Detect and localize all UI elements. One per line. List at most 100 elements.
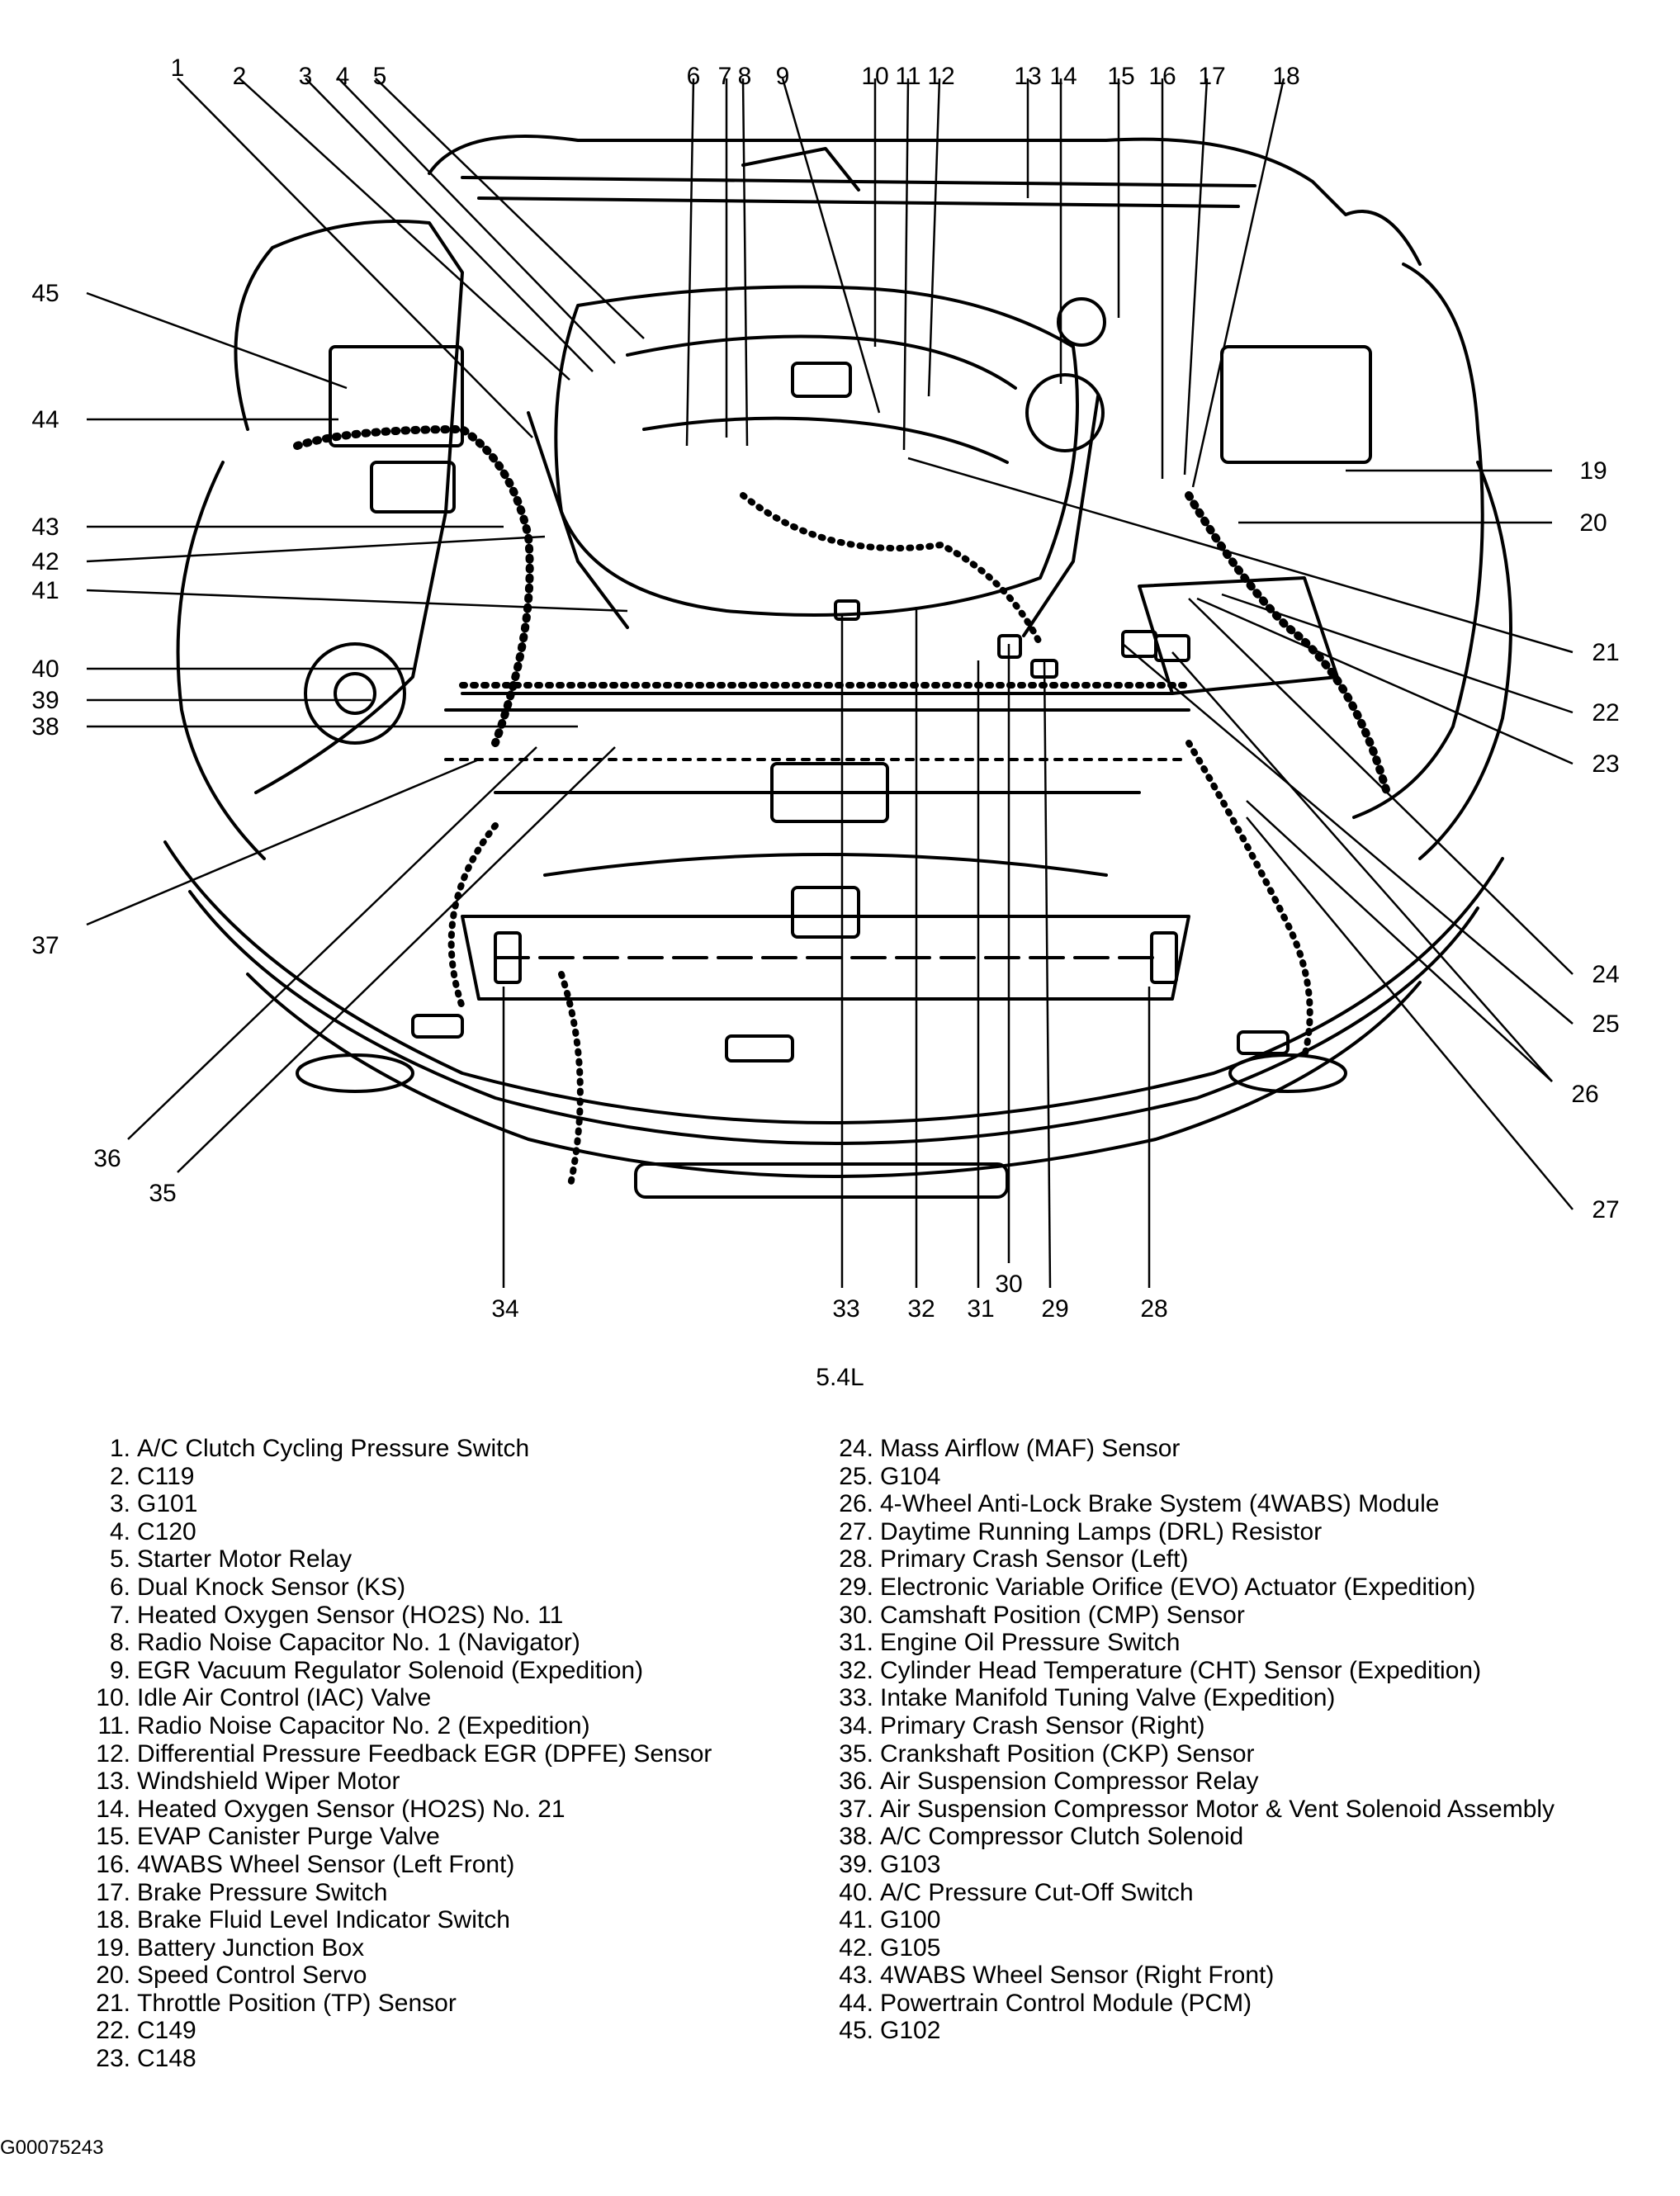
- legend-item-label: C149: [137, 2017, 196, 2045]
- callout-37: 37: [31, 932, 59, 959]
- callout-26: 26: [1571, 1081, 1598, 1108]
- legend-item-label: Crankshaft Position (CKP) Sensor: [880, 1739, 1255, 1768]
- legend-item: 1.A/C Clutch Cycling Pressure Switch: [83, 1435, 712, 1463]
- legend-item-number: 5.: [109, 1545, 130, 1574]
- legend-item: 33.Intake Manifold Tuning Valve (Expedit…: [826, 1684, 1555, 1712]
- legend-item-label: A/C Clutch Cycling Pressure Switch: [137, 1435, 530, 1462]
- legend-item-label: Daytime Running Lamps (DRL) Resistor: [880, 1517, 1323, 1545]
- legend-item-label: Powertrain Control Module (PCM): [880, 1989, 1252, 2017]
- legend-item-label: Primary Crash Sensor (Left): [880, 1545, 1189, 1574]
- legend-item: 7.Heated Oxygen Sensor (HO2S) No. 11: [83, 1602, 712, 1630]
- legend-item-number: 14.: [96, 1795, 130, 1823]
- legend-item-label: Differential Pressure Feedback EGR (DPFE…: [137, 1739, 712, 1768]
- legend-item: 13.Windshield Wiper Motor: [83, 1768, 712, 1796]
- legend-item-number: 17.: [96, 1878, 130, 1906]
- callout-45: 45: [31, 280, 59, 307]
- legend-item-label: C120: [137, 1517, 196, 1545]
- legend-item-label: Radio Noise Capacitor No. 1 (Navigator): [137, 1629, 580, 1657]
- legend-item-label: Brake Fluid Level Indicator Switch: [137, 1906, 510, 1934]
- legend-item-label: EGR Vacuum Regulator Solenoid (Expeditio…: [137, 1656, 644, 1684]
- legend-item-number: 42.: [839, 1933, 873, 1962]
- legend-item: 37.Air Suspension Compressor Motor & Ven…: [826, 1796, 1555, 1824]
- callout-8: 8: [738, 63, 752, 90]
- legend-item-number: 3.: [109, 1490, 130, 1518]
- legend-item-number: 4.: [109, 1517, 130, 1545]
- legend-item-number: 38.: [839, 1823, 873, 1851]
- callout-44: 44: [31, 406, 59, 433]
- legend-item-number: 43.: [839, 1962, 873, 1990]
- legend-item: 27.Daytime Running Lamps (DRL) Resistor: [826, 1518, 1555, 1546]
- callout-28: 28: [1140, 1295, 1167, 1323]
- callout-29: 29: [1041, 1295, 1068, 1323]
- callout-16: 16: [1148, 63, 1176, 90]
- legend-item: 15.EVAP Canister Purge Valve: [83, 1823, 712, 1851]
- legend-item-label: Heated Oxygen Sensor (HO2S) No. 11: [137, 1601, 564, 1629]
- legend-item-label: Electronic Variable Orifice (EVO) Actuat…: [880, 1573, 1476, 1601]
- legend-item-label: Heated Oxygen Sensor (HO2S) No. 21: [137, 1795, 566, 1823]
- legend-item-label: G101: [137, 1490, 198, 1518]
- legend-item: 30.Camshaft Position (CMP) Sensor: [826, 1602, 1555, 1630]
- callout-1: 1: [171, 54, 185, 82]
- legend-item: 9.EGR Vacuum Regulator Solenoid (Expedit…: [83, 1657, 712, 1685]
- legend-item: 36.Air Suspension Compressor Relay: [826, 1768, 1555, 1796]
- legend-item-number: 8.: [109, 1629, 130, 1657]
- legend-item-number: 39.: [839, 1850, 873, 1878]
- callout-22: 22: [1592, 699, 1619, 726]
- legend-item-label: Windshield Wiper Motor: [137, 1768, 400, 1796]
- callout-36: 36: [93, 1145, 121, 1172]
- legend-item: 5.Starter Motor Relay: [83, 1545, 712, 1574]
- legend-item-number: 20.: [96, 1962, 130, 1990]
- callout-21: 21: [1592, 639, 1619, 666]
- callout-5: 5: [373, 63, 387, 90]
- callout-31: 31: [967, 1295, 994, 1323]
- legend-item-number: 22.: [96, 2017, 130, 2045]
- legend-item-number: 28.: [839, 1545, 873, 1574]
- callout-32: 32: [907, 1295, 935, 1323]
- legend-item-label: Mass Airflow (MAF) Sensor: [880, 1435, 1181, 1462]
- callout-2: 2: [233, 63, 247, 90]
- legend-item: 21.Throttle Position (TP) Sensor: [83, 1990, 712, 2018]
- legend-item: 42.G105: [826, 1934, 1555, 1962]
- legend-item-label: Cylinder Head Temperature (CHT) Sensor (…: [880, 1656, 1482, 1684]
- legend-item-number: 23.: [96, 2045, 130, 2073]
- legend-item-number: 25.: [839, 1462, 873, 1490]
- callout-leader-lines: [86, 78, 1574, 1289]
- legend-item-number: 45.: [839, 2017, 873, 2045]
- legend-item-label: G103: [880, 1850, 941, 1878]
- legend-item-label: 4-Wheel Anti-Lock Brake System (4WABS) M…: [880, 1490, 1440, 1518]
- legend-item-number: 15.: [96, 1823, 130, 1851]
- callout-24: 24: [1592, 961, 1619, 988]
- legend-item: 45.G102: [826, 2017, 1555, 2045]
- legend-item: 22.C149: [83, 2017, 712, 2045]
- legend-item-number: 11.: [97, 1711, 130, 1739]
- callout-3: 3: [299, 63, 313, 90]
- legend-item: 40.A/C Pressure Cut-Off Switch: [826, 1879, 1555, 1907]
- legend-item-number: 36.: [839, 1768, 873, 1796]
- legend-item-number: 33.: [839, 1684, 873, 1712]
- legend-item: 34.Primary Crash Sensor (Right): [826, 1712, 1555, 1740]
- legend-item: 23.C148: [83, 2045, 712, 2073]
- legend-item: 12.Differential Pressure Feedback EGR (D…: [83, 1740, 712, 1768]
- legend-item: 18.Brake Fluid Level Indicator Switch: [83, 1906, 712, 1934]
- figure-id: G00075243: [0, 2137, 104, 2159]
- legend-item-number: 30.: [839, 1601, 873, 1629]
- engine-compartment-diagram: 1 2 3 4 5 6 7 8 9 10 11 12 13 14 15 16 1…: [31, 54, 1619, 1323]
- legend-item-label: G102: [880, 2017, 941, 2045]
- legend-item-label: Air Suspension Compressor Motor & Vent S…: [880, 1795, 1555, 1823]
- legend-item-number: 29.: [839, 1573, 873, 1601]
- engine-drawing: [163, 135, 1512, 1199]
- legend-item-number: 7.: [109, 1601, 130, 1629]
- legend-item-number: 26.: [839, 1490, 873, 1518]
- legend-item-label: Intake Manifold Tuning Valve (Expedition…: [880, 1684, 1336, 1712]
- callout-43: 43: [31, 514, 59, 541]
- callout-11: 11: [895, 63, 920, 90]
- legend-item: 4.C120: [83, 1518, 712, 1546]
- legend-item: 25.G104: [826, 1463, 1555, 1491]
- legend-item: 41.G100: [826, 1906, 1555, 1934]
- legend-item-label: A/C Pressure Cut-Off Switch: [880, 1878, 1194, 1906]
- callout-41: 41: [31, 577, 59, 604]
- callout-10: 10: [861, 63, 888, 90]
- legend-item-label: Dual Knock Sensor (KS): [137, 1573, 406, 1601]
- callout-42: 42: [31, 548, 59, 575]
